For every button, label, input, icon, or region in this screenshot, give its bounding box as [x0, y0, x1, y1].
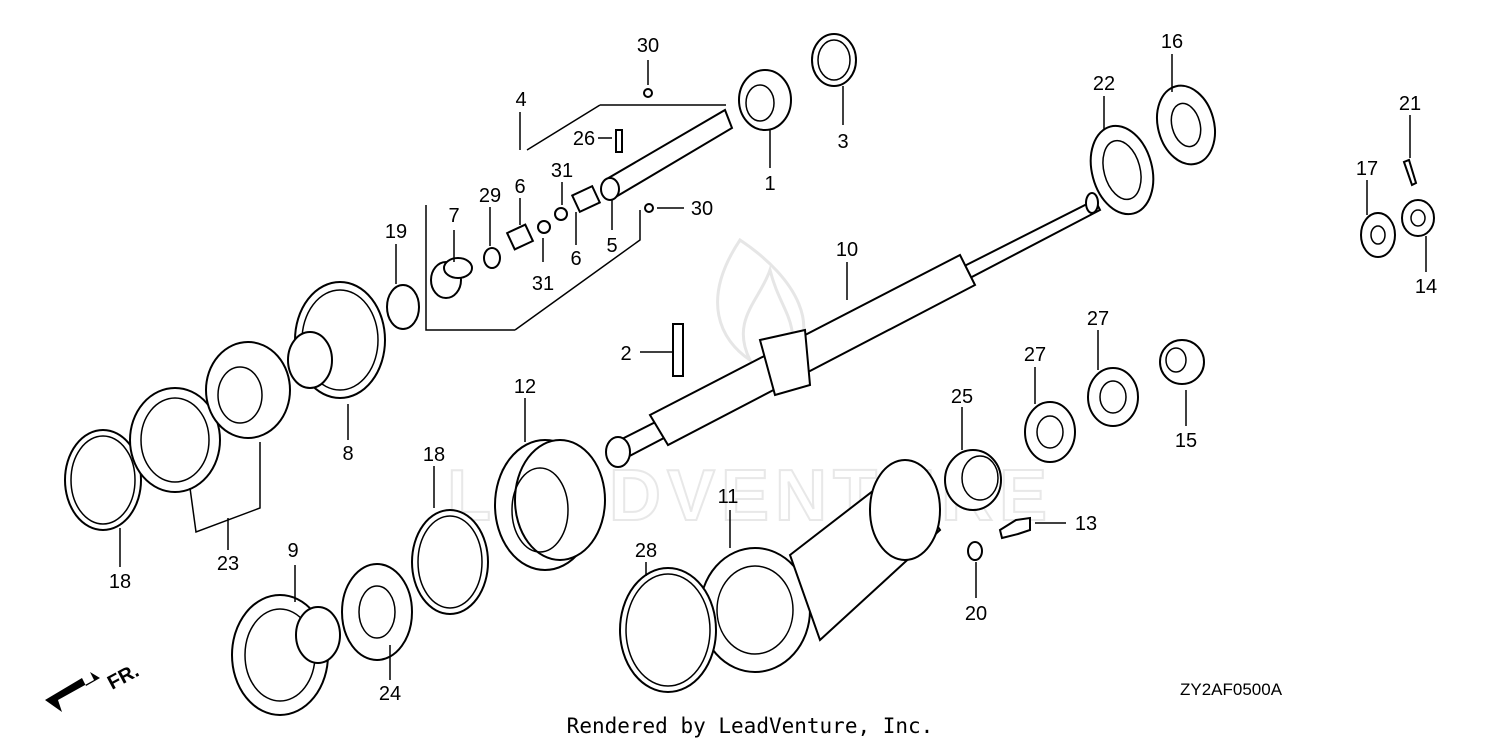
callout-3: 3 — [837, 131, 848, 153]
callout-18-upper: 18 — [423, 444, 445, 466]
part-2-pin — [672, 323, 684, 377]
callout-26: 26 — [573, 128, 595, 150]
part-27-oil-seal-right — [1087, 367, 1139, 427]
diagram-code: ZY2AF0500A — [1180, 680, 1283, 699]
callout-17: 17 — [1356, 158, 1378, 180]
part-31-ball-lower — [537, 220, 551, 234]
part-31-ball-upper — [554, 207, 568, 221]
part-13-bolt — [998, 516, 1031, 540]
callout-29: 29 — [479, 185, 501, 207]
footer-credit: Rendered by LeadVenture, Inc. — [566, 714, 934, 738]
callout-28: 28 — [635, 540, 657, 562]
leader-lines — [119, 54, 1427, 680]
part-17-washer — [1360, 212, 1396, 258]
callout-5: 5 — [606, 235, 617, 257]
part-16-washer — [1156, 84, 1216, 166]
part-18-ring-lower — [64, 429, 142, 531]
callout-24: 24 — [379, 683, 401, 705]
callout-30-right: 30 — [691, 198, 713, 220]
part-11-bearing-holder — [699, 459, 942, 673]
callout-8: 8 — [342, 443, 353, 465]
part-26-pin — [615, 129, 623, 153]
callout-21: 21 — [1399, 93, 1421, 115]
part-6-spring-left — [505, 223, 535, 251]
assembly-outline-4 — [425, 104, 726, 331]
part-24-ball-bearing — [341, 563, 413, 661]
part-8-gear — [287, 281, 386, 399]
part-5-shift-shaft — [600, 108, 734, 201]
part-21-cotter-pin — [1402, 158, 1418, 187]
callout-1: 1 — [764, 173, 775, 195]
callout-30-top: 30 — [637, 35, 659, 57]
part-14-nut — [1401, 199, 1435, 237]
part-30-ball-top — [643, 88, 653, 98]
callout-15: 15 — [1175, 430, 1197, 452]
part-27-oil-seal-left — [1024, 401, 1076, 463]
part-19-washer — [386, 284, 420, 330]
callout-10: 10 — [836, 239, 858, 261]
part-25-needle-bearing — [944, 449, 1002, 511]
callout-14: 14 — [1415, 276, 1437, 298]
callout-31-lower: 31 — [532, 273, 554, 295]
callout-11: 11 — [718, 486, 739, 508]
part-10-shaft — [605, 192, 1102, 468]
callout-12: 12 — [514, 376, 536, 398]
part-9-bevel-gear — [231, 594, 341, 716]
callout-6-lower: 6 — [570, 248, 581, 270]
callout-2: 2 — [620, 343, 631, 365]
callout-6-upper: 6 — [514, 176, 525, 198]
callout-27-left: 27 — [1024, 344, 1046, 366]
callout-25: 25 — [951, 386, 973, 408]
part-7-plunger — [430, 257, 473, 299]
part-30-ball-right — [644, 203, 654, 213]
callout-labels: 1 2 3 4 5 6 6 7 8 9 10 11 12 13 14 15 16… — [109, 31, 1437, 705]
part-6-spring-right — [570, 184, 602, 214]
part-15-collar — [1159, 339, 1205, 385]
callout-23: 23 — [217, 553, 239, 575]
callout-20: 20 — [965, 603, 987, 625]
callout-19: 19 — [385, 221, 407, 243]
part-18-ring-upper — [411, 509, 489, 615]
callout-9: 9 — [287, 540, 298, 562]
part-23-tapered-bearing — [129, 341, 291, 493]
callout-18-lower: 18 — [109, 571, 131, 593]
callout-7: 7 — [448, 205, 459, 227]
part-12-housing-ring — [494, 439, 606, 571]
callout-27-right: 27 — [1087, 308, 1109, 330]
part-22-thrust-bearing — [1089, 124, 1155, 216]
part-28-o-ring — [619, 567, 717, 693]
callout-13: 13 — [1075, 513, 1097, 535]
direction-label: FR. — [104, 660, 143, 695]
callout-16: 16 — [1161, 31, 1183, 53]
callout-31-upper: 31 — [551, 160, 573, 182]
part-3-bushing — [811, 33, 857, 87]
callout-22: 22 — [1093, 73, 1115, 95]
front-direction-arrow: FR. — [45, 660, 143, 712]
part-1-clutch — [738, 69, 792, 131]
part-20-washer — [967, 541, 983, 561]
part-29-clip — [483, 247, 501, 269]
callout-4: 4 — [515, 89, 526, 111]
